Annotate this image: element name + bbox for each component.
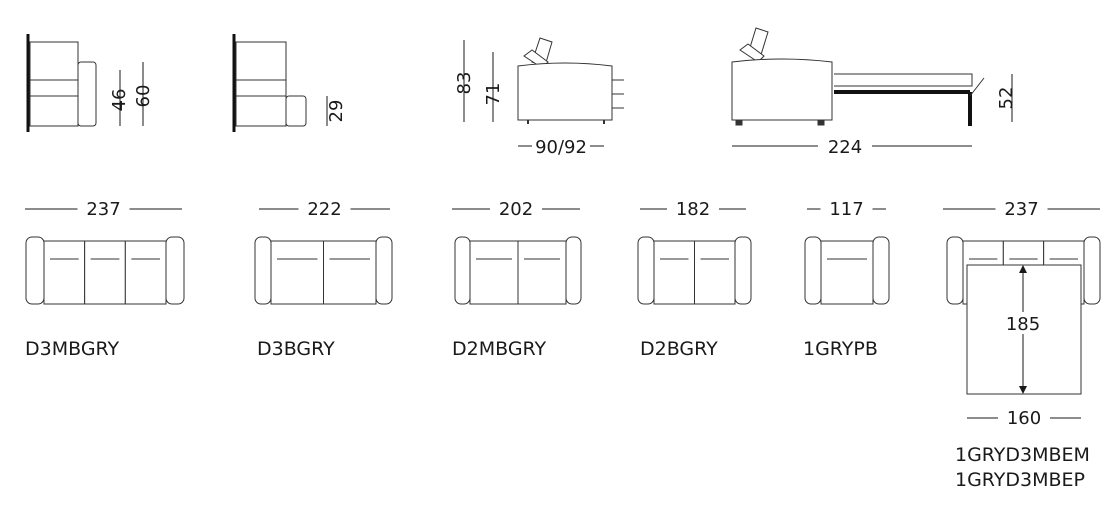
arm-right <box>165 236 185 305</box>
sofa-top-view <box>254 236 393 305</box>
model-code-alt: 1GRYD3MBEP <box>955 469 1086 491</box>
bed-length-label: 185 <box>1006 314 1040 335</box>
seat-cushion <box>653 240 695 305</box>
arm-left <box>804 236 822 305</box>
arm-right <box>1083 236 1101 305</box>
seat-cushion <box>43 240 86 305</box>
bed-height-label: 52 <box>996 87 1017 110</box>
seat-cushion <box>124 240 167 305</box>
arm-profile-high <box>26 34 144 132</box>
arm-left <box>454 236 471 305</box>
sofa-top-view <box>804 236 890 305</box>
arm-outer-height-label: 60 <box>133 85 154 108</box>
sofa-side-profile <box>463 37 624 147</box>
seat-cushion <box>517 240 567 305</box>
width-dimension-label: 182 <box>676 199 710 220</box>
sofa-top-view <box>946 236 1101 395</box>
seat-cushion <box>84 240 126 305</box>
depth-label: 90/92 <box>535 137 587 158</box>
back-height-label: 83 <box>454 72 475 95</box>
model-code: 1GRYD3MBEM <box>955 444 1090 466</box>
model-code: D3BGRY <box>257 338 335 360</box>
arm-profile-low <box>232 34 328 132</box>
arm-right <box>375 236 393 305</box>
model-code: D3MBGRY <box>25 338 120 360</box>
width-dimension-label: 202 <box>499 199 533 220</box>
arm-left <box>25 236 45 305</box>
model-code: 1GRYPB <box>803 338 878 360</box>
seat-cushion <box>694 240 736 305</box>
arm-right <box>872 236 890 305</box>
arm-inner-height-label: 46 <box>109 89 130 112</box>
arm-left <box>946 236 964 305</box>
sofa-bed-side-profile <box>731 27 1013 147</box>
sofa-top-view <box>637 236 752 305</box>
seat-height-label: 71 <box>483 83 504 106</box>
seat-cushion <box>820 240 874 305</box>
sofa-top-view <box>454 236 582 305</box>
seat-cushion <box>469 240 519 305</box>
bed-width-label: 160 <box>1007 408 1041 429</box>
width-dimension-label: 237 <box>86 199 120 220</box>
arm-right <box>734 236 752 305</box>
model-code: D2MBGRY <box>452 338 547 360</box>
seat-cushion <box>323 240 377 305</box>
width-dimension-label: 222 <box>307 199 341 220</box>
arm-left <box>637 236 655 305</box>
width-dimension-label: 117 <box>829 199 863 220</box>
seat-cushion <box>270 240 324 305</box>
arm-right <box>565 236 582 305</box>
width-dimension-label: 237 <box>1004 199 1038 220</box>
sofa-top-view <box>25 236 185 305</box>
bed-open-depth-label: 224 <box>828 137 862 158</box>
arm-left <box>254 236 272 305</box>
arm-low-height-label: 29 <box>326 100 347 123</box>
top-views: 237 222 202 182 117 237 185 160 <box>25 199 1101 429</box>
model-code: D2BGRY <box>640 338 718 360</box>
